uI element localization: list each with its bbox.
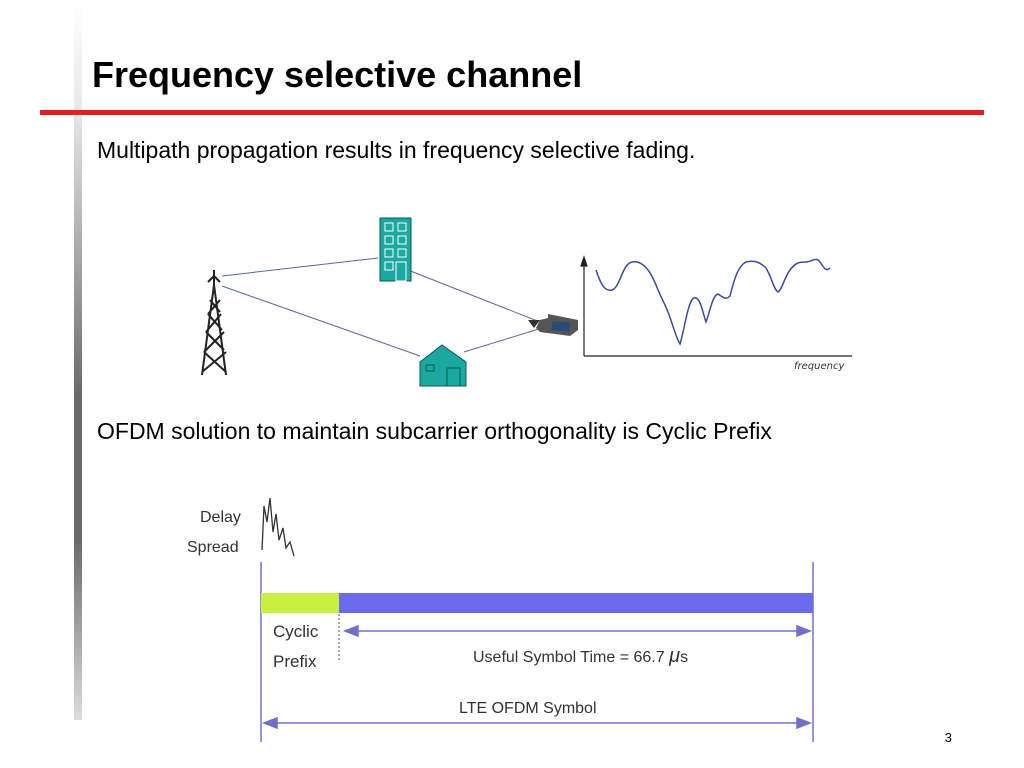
prefix-label: Prefix [273, 652, 317, 671]
mobile-phone-icon [528, 314, 578, 336]
ofdm-symbol-arrow [261, 716, 813, 730]
page-number: 3 [944, 730, 952, 745]
cell-tower-icon [201, 270, 227, 376]
useful-symbol-arrow [342, 624, 813, 638]
left-accent-bar [74, 0, 82, 720]
useful-time-text: Useful Symbol Time = 66.7 [473, 649, 669, 666]
lte-ofdm-symbol-label: LTE OFDM Symbol [459, 700, 597, 717]
delay-label: Delay [200, 509, 241, 526]
useful-symbol-bar [339, 593, 813, 613]
house-icon [419, 344, 467, 387]
seconds-unit: s [680, 649, 688, 666]
useful-symbol-time-label: Useful Symbol Time = 66.7 μs [473, 645, 688, 667]
frequency-response-curve [595, 258, 831, 346]
slide-title: Frequency selective channel [92, 54, 583, 95]
symbol-boundaries [260, 562, 814, 742]
building-icon [379, 217, 412, 282]
spread-label: Spread [187, 539, 239, 556]
ofdm-diagram: Delay Spread Cyclic Prefix Useful Symbol… [187, 497, 814, 742]
mu-symbol: μ [668, 645, 680, 667]
delay-spread-profile [261, 497, 295, 557]
title-underline [40, 110, 984, 115]
frequency-axis-label: frequency [794, 361, 845, 372]
cyclic-prefix-bar [261, 593, 340, 613]
frequency-plot-axes [580, 255, 852, 357]
propagation-paths [221, 257, 543, 357]
bullet-ofdm: OFDM solution to maintain subcarrier ort… [97, 418, 772, 444]
multipath-diagram: frequency [201, 217, 852, 387]
bullet-multipath: Multipath propagation results in frequen… [97, 137, 696, 163]
cyclic-label: Cyclic [273, 622, 319, 641]
